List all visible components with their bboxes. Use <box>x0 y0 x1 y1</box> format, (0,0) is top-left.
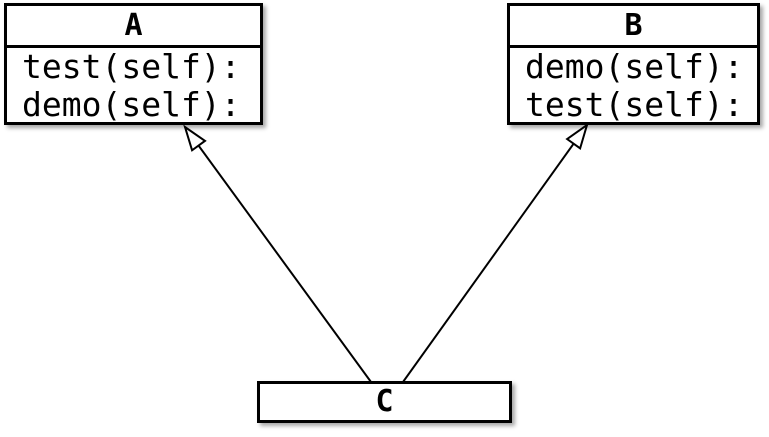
inheritance-arrow-c-to-a <box>185 127 372 383</box>
class-box-b: B demo(self): test(self): <box>507 3 760 125</box>
class-a-name: A <box>7 6 260 48</box>
class-b-name: B <box>510 6 757 48</box>
class-a-methods: test(self): demo(self): <box>7 48 260 124</box>
class-box-c: C <box>257 381 512 423</box>
inheritance-arrow-c-to-b <box>402 125 587 383</box>
class-box-a: A test(self): demo(self): <box>4 3 263 125</box>
method-label: test(self): <box>525 85 744 124</box>
class-c-name: C <box>375 384 394 419</box>
class-b-methods: demo(self): test(self): <box>510 48 757 124</box>
method-label: demo(self): <box>525 47 744 86</box>
method-label: test(self): <box>22 47 241 86</box>
method-label: demo(self): <box>22 85 241 124</box>
